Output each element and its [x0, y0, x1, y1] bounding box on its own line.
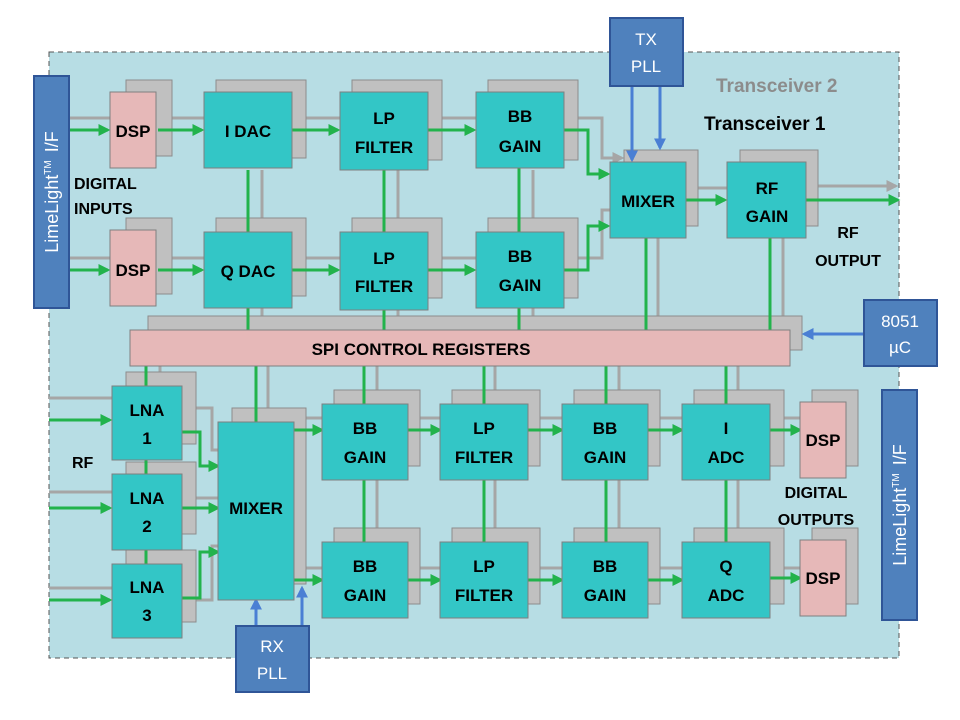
- digital-outputs-line1: DIGITAL: [785, 485, 848, 502]
- svg-text:LimeLightTMI/F: LimeLightTM I/F: [890, 444, 910, 566]
- tx-bb-gain-i-line1: BB: [508, 107, 533, 126]
- tx-pll-box: [609, 17, 684, 87]
- rf-input-label: RF: [72, 455, 94, 472]
- limelight-tx-tm: TM: [43, 160, 54, 174]
- rx-lpf-q-line2: FILTER: [455, 586, 513, 605]
- lna3-line2: 3: [142, 606, 151, 625]
- limelight-rx-text: LimeLightTM I/F: [890, 444, 910, 566]
- q-adc-line2: ADC: [708, 586, 745, 605]
- rf-output-line1: RF: [837, 225, 859, 242]
- rx-pll-line1: RX: [260, 637, 284, 656]
- tx-pll-line2: PLL: [631, 57, 661, 76]
- tx-bb-gain-q-line2: GAIN: [499, 276, 542, 295]
- mcu-line1: 8051: [881, 312, 919, 331]
- rx-lpf-i-line2: FILTER: [455, 448, 513, 467]
- rx-bb-gain1-i-line1: BB: [353, 419, 378, 438]
- lna2-line1: LNA: [130, 489, 165, 508]
- tx-bb-gain-q-line1: BB: [508, 247, 533, 266]
- tx-chain: [109, 91, 807, 311]
- rx-bb-gain1-i-line2: GAIN: [344, 448, 387, 467]
- spi-control-registers-label: SPI CONTROL REGISTERS: [312, 340, 531, 359]
- svg-text:LimeLightTMI/F: LimeLightTM I/F: [42, 131, 62, 253]
- rx-bb-gain2-q-line2: GAIN: [584, 586, 627, 605]
- limelight-tx-if: I/F: [42, 131, 62, 152]
- digital-outputs-line2: OUTPUTS: [778, 512, 855, 529]
- rx-dsp-q-label: DSP: [806, 569, 841, 588]
- digital-inputs-line1: DIGITAL: [74, 176, 137, 193]
- transceiver1-label: Transceiver 1: [704, 114, 826, 135]
- limelight-rx-name: LimeLight: [890, 488, 910, 566]
- rx-pll-box: [235, 625, 310, 693]
- rx-bb-gain2-q-line1: BB: [593, 557, 618, 576]
- tx-dsp-i-label: DSP: [116, 122, 151, 141]
- q-dac-label: Q DAC: [221, 262, 276, 281]
- transceiver2-label: Transceiver 2: [716, 76, 837, 97]
- tx-lpf-q-line2: FILTER: [355, 277, 413, 296]
- mcu-8051-box: [863, 299, 938, 367]
- pll-control-lines: [250, 86, 864, 626]
- limelight-rx-interface: [881, 389, 918, 621]
- rx-bb-gain1-q-line2: GAIN: [344, 586, 387, 605]
- tx-mixer-label: MIXER: [621, 192, 675, 211]
- mcu-line2: µC: [889, 338, 911, 357]
- limelight-tx-name: LimeLight: [42, 175, 62, 253]
- tx-pll-line1: TX: [635, 30, 657, 49]
- rx-bb-gain1-q-line1: BB: [353, 557, 378, 576]
- i-dac-label: I DAC: [225, 122, 271, 141]
- lna1-line2: 1: [142, 429, 151, 448]
- limelight-tx-text: LimeLightTM I/F: [42, 131, 62, 253]
- rx-bb-gain2-i-line2: GAIN: [584, 448, 627, 467]
- rx-chain: [111, 385, 847, 639]
- rf-output-line2: OUTPUT: [815, 253, 881, 270]
- i-adc-line1: I: [724, 419, 729, 438]
- tx-dsp-q-label: DSP: [116, 261, 151, 280]
- limelight-rx-tm: TM: [891, 473, 902, 487]
- digital-inputs-line2: INPUTS: [74, 201, 133, 218]
- tx-bb-gain-i-line2: GAIN: [499, 137, 542, 156]
- rx-mixer-label: MIXER: [229, 499, 283, 518]
- spi-control-registers: [129, 329, 791, 367]
- rx-bb-gain2-i-line1: BB: [593, 419, 618, 438]
- tx-lpf-i-line2: FILTER: [355, 138, 413, 157]
- lna3-line1: LNA: [130, 578, 165, 597]
- q-adc-line1: Q: [719, 557, 732, 576]
- rf-gain-line1: RF: [756, 179, 779, 198]
- rx-pll-line2: PLL: [257, 664, 287, 683]
- i-adc-line2: ADC: [708, 448, 745, 467]
- rf-gain-line2: GAIN: [746, 207, 789, 226]
- tx-lpf-q-line1: LP: [373, 249, 395, 268]
- lna1-line1: LNA: [130, 401, 165, 420]
- rx-lpf-i-line1: LP: [473, 419, 495, 438]
- rx-dsp-i-label: DSP: [806, 431, 841, 450]
- lna2-line2: 2: [142, 517, 151, 536]
- rx-lpf-q-line1: LP: [473, 557, 495, 576]
- limelight-tx-interface: [33, 75, 70, 309]
- tx-lpf-i-line1: LP: [373, 109, 395, 128]
- limelight-rx-if: I/F: [890, 444, 910, 465]
- transceiver1-signal-lines: [49, 124, 901, 606]
